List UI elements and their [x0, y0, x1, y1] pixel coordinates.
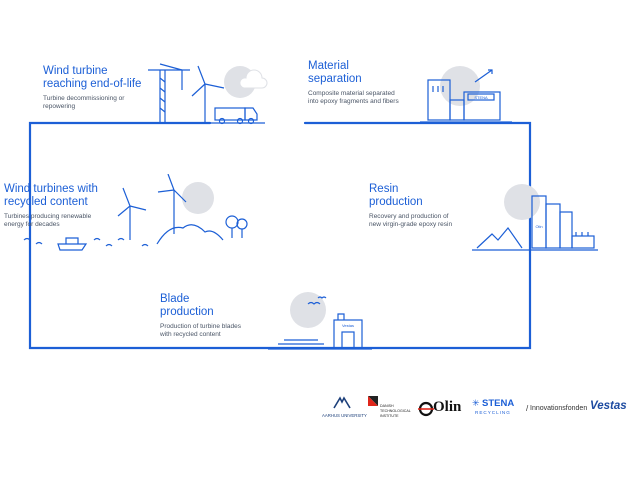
- stage-title: Resin production: [369, 183, 423, 208]
- decommissioning-illustration: [140, 63, 268, 125]
- stage-recycled-turbines: Wind turbines with recycled content Turb…: [4, 183, 114, 229]
- stage-description: Recovery and production of new virgin-gr…: [369, 213, 453, 228]
- svg-text:Vestas: Vestas: [342, 323, 354, 328]
- stage-description: Composite material separated into epoxy …: [308, 90, 399, 105]
- stage-title: Material separation: [308, 60, 362, 85]
- stage-title: Wind turbine reaching end-of-life: [43, 65, 142, 90]
- vestas-text: Vestas: [590, 400, 627, 412]
- stena-star-icon: ✳: [472, 398, 480, 408]
- danish-technological-institute-logo: DANISH TECHNOLOGICAL INSTITUTE: [368, 396, 416, 426]
- stage-description: Turbines producing renewable energy for …: [4, 213, 92, 228]
- dti-mark-icon: [368, 396, 378, 406]
- innovationsfonden-text: Innovationsfonden: [530, 405, 588, 412]
- svg-text:Olin: Olin: [535, 224, 542, 229]
- aarhus-university-text: AARHUS UNIVERSITY: [322, 413, 367, 418]
- vestas-logo: Vestas: [590, 400, 638, 418]
- stage-end-of-life: Wind turbine reaching end-of-life Turbin…: [43, 65, 163, 111]
- svg-text:STENA: STENA: [474, 95, 488, 100]
- olin-text: Olin: [433, 399, 462, 415]
- stage-title: Wind turbines with recycled content: [4, 183, 98, 208]
- offshore-turbines-illustration: [23, 174, 248, 251]
- stage-resin-production: Resin production Recovery and production…: [369, 183, 469, 229]
- aarhus-university-mark-icon: [333, 396, 351, 409]
- partner-logos: AARHUS UNIVERSITY DANISH TECHNOLOGICAL I…: [318, 396, 640, 426]
- stage-description: Production of turbine blades with recycl…: [160, 323, 241, 338]
- stage-material-separation: Material separation Composite material s…: [308, 60, 428, 106]
- stage-title: Blade production: [160, 293, 214, 318]
- stage-blade-production: Blade production Production of turbine b…: [160, 293, 280, 339]
- innovationsfonden-logo: / Innovationsfonden: [526, 404, 592, 418]
- innovationsfonden-slash-icon: /: [526, 404, 529, 413]
- separation-plant-illustration: STENA: [420, 66, 512, 123]
- olin-logo: Olin: [418, 398, 466, 420]
- stena-text: STENA: [482, 398, 515, 409]
- aarhus-university-logo: AARHUS UNIVERSITY: [318, 396, 368, 426]
- resin-plant-illustration: Olin: [472, 184, 598, 251]
- dti-text-3: INSTITUTE: [380, 414, 399, 418]
- blade-factory-illustration: Vestas: [268, 292, 372, 350]
- stage-description: Turbine decommissioning or repowering: [43, 95, 125, 110]
- olin-ring-icon: [418, 401, 434, 417]
- dti-text-2: TECHNOLOGICAL: [380, 409, 411, 413]
- stena-recycling-logo: ✳ STENA RECYCLING: [472, 398, 524, 420]
- dti-text-1: DANISH: [380, 404, 394, 408]
- stena-recycling-text: RECYCLING: [475, 410, 511, 415]
